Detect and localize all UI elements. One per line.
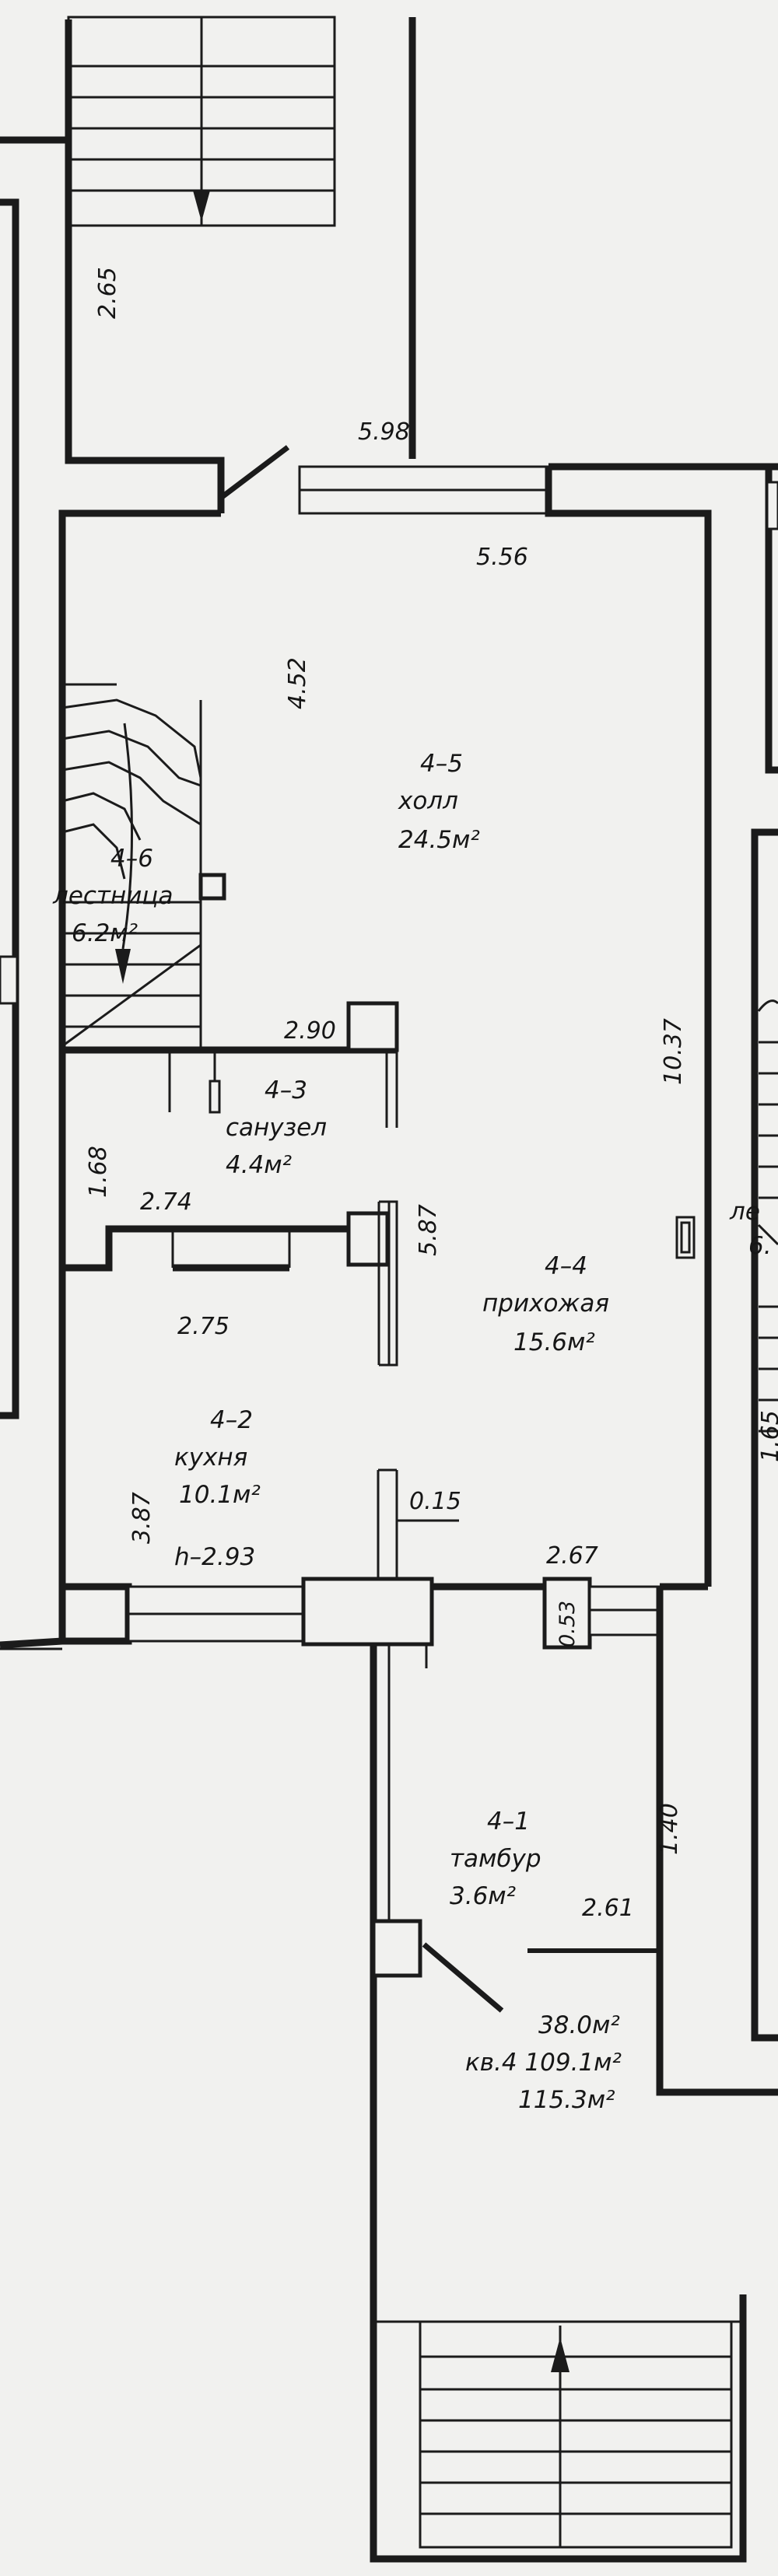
- up-arrow-icon: [551, 2337, 569, 2372]
- down-arrow-icon: [115, 949, 131, 984]
- bathroom-door: [209, 1080, 221, 1114]
- bottom-staircase: [419, 2320, 733, 2549]
- dimension-label: 2.65: [94, 267, 121, 319]
- room-number: 4–2: [210, 1406, 253, 1434]
- dimension-label: 5.98: [358, 418, 410, 446]
- vestibule-door: [422, 1942, 504, 2013]
- column: [346, 1001, 399, 1052]
- dimension-label: 2.61: [582, 1895, 634, 1922]
- dimension-label: 3.87: [128, 1492, 156, 1544]
- dimension-label: 1.68: [85, 1146, 112, 1198]
- interior-staircase: [61, 683, 226, 1050]
- room-bathroom: 4–3 санузел 4.4м²: [226, 1076, 327, 1179]
- dimension-label: 5.87: [415, 1204, 442, 1256]
- apartment-area: 38.0м²: [538, 2011, 620, 2039]
- dimension-label: 2.74: [140, 1188, 192, 1216]
- room-number: 4–3: [265, 1076, 307, 1104]
- room-name: тамбур: [450, 1845, 541, 1873]
- room-name: прихожая: [482, 1290, 609, 1318]
- room-name: холл: [398, 787, 458, 815]
- dimension-label: 2.67: [546, 1542, 598, 1570]
- room-area: 6.2м²: [72, 919, 138, 947]
- dimension-label: 10.37: [660, 1018, 687, 1085]
- dimension-label: 2.75: [177, 1313, 230, 1340]
- apartment-total: кв.4 109.1м²: [465, 2049, 622, 2077]
- room-number: 4–4: [545, 1252, 587, 1280]
- room-name: санузел: [226, 1114, 327, 1142]
- room-vestibule: 4–1 тамбур 3.6м²: [450, 1808, 541, 1910]
- room-stairs: 4–6 лестница 6.2м²: [52, 845, 173, 947]
- dimension-label: 2.90: [284, 1017, 336, 1045]
- room-name: лестница: [52, 882, 173, 910]
- room-area: 3.6м²: [450, 1882, 516, 1910]
- room-area: 10.1м²: [179, 1481, 261, 1509]
- dimension-label: 4.52: [284, 657, 311, 709]
- apartment-area-total: 115.3м²: [518, 2086, 615, 2114]
- dimension-label: 5.56: [476, 544, 528, 571]
- room-number: 4–1: [487, 1808, 530, 1836]
- room-hallway: 4–4 прихожая 15.6м²: [482, 1252, 609, 1356]
- room-kitchen: 4–2 кухня 10.1м²: [174, 1406, 261, 1509]
- column: [371, 1919, 422, 1978]
- room-number: 4–5: [420, 750, 463, 778]
- ceiling-height-label: h–2.93: [174, 1543, 255, 1571]
- room-number: 4–6: [110, 845, 153, 873]
- neighbor-room-area: 6.: [748, 1232, 772, 1260]
- dimension-label: 1.40: [656, 1803, 683, 1855]
- neighbor-room-label: ле: [729, 1198, 760, 1226]
- down-arrow-icon: [193, 191, 210, 222]
- room-area: 15.6м²: [513, 1328, 595, 1356]
- dimension-label: 1.65: [757, 1410, 778, 1462]
- top-staircase: [67, 16, 336, 227]
- room-name: кухня: [174, 1444, 247, 1472]
- column: [346, 1211, 390, 1267]
- room-area: 4.4м²: [226, 1151, 292, 1179]
- apartment-summary: 38.0м² кв.4 109.1м² 115.3м²: [465, 2011, 622, 2114]
- dimension-label: 0.15: [409, 1488, 461, 1515]
- entrance-door: [219, 445, 290, 500]
- room-hall: 4–5 холл 24.5м²: [398, 750, 480, 854]
- dimension-label: 0.53: [555, 1601, 580, 1647]
- room-area: 24.5м²: [398, 826, 480, 854]
